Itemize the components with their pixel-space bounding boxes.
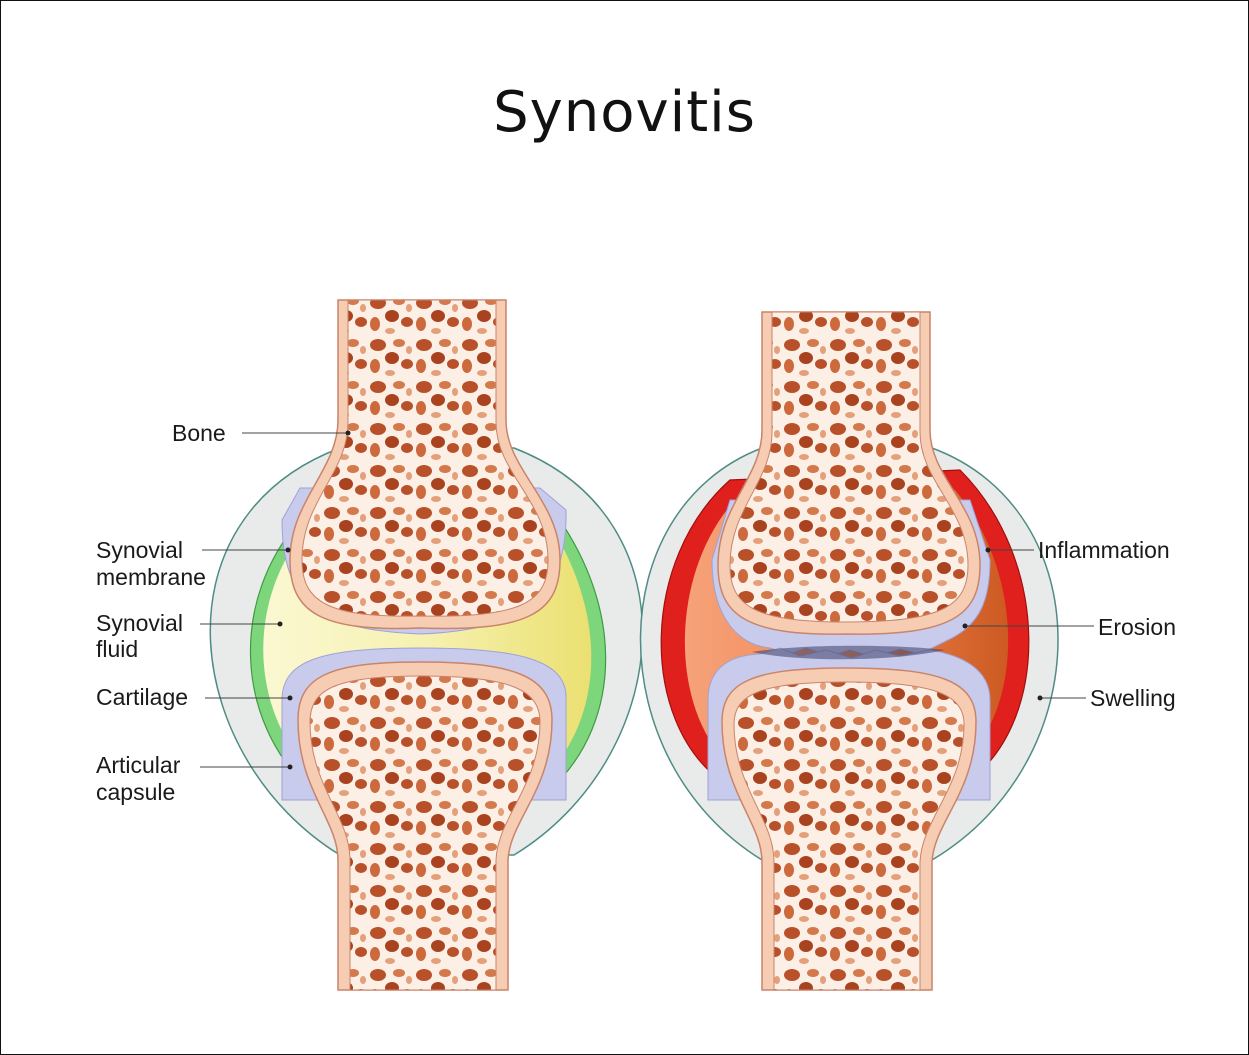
label-synovial-membrane-line2: membrane [96, 564, 206, 590]
healthy-joint [210, 300, 642, 990]
label-articular-capsule-line1: Articular [96, 752, 181, 778]
label-erosion-text: Erosion [1098, 614, 1176, 640]
label-bone-text: Bone [172, 420, 226, 446]
label-swelling-text: Swelling [1090, 685, 1176, 711]
label-bone: Bone [172, 420, 351, 446]
inflamed-joint [641, 312, 1059, 990]
label-swelling: Swelling [1038, 685, 1176, 711]
label-synovial-membrane-line1: Synovial [96, 537, 183, 563]
label-cartilage-text: Cartilage [96, 684, 188, 710]
label-synovial-fluid-line1: Synovial [96, 610, 183, 636]
label-synovial-fluid-line2: fluid [96, 636, 138, 662]
label-inflammation-text: Inflammation [1038, 537, 1170, 563]
label-articular-capsule-line2: capsule [96, 779, 175, 805]
